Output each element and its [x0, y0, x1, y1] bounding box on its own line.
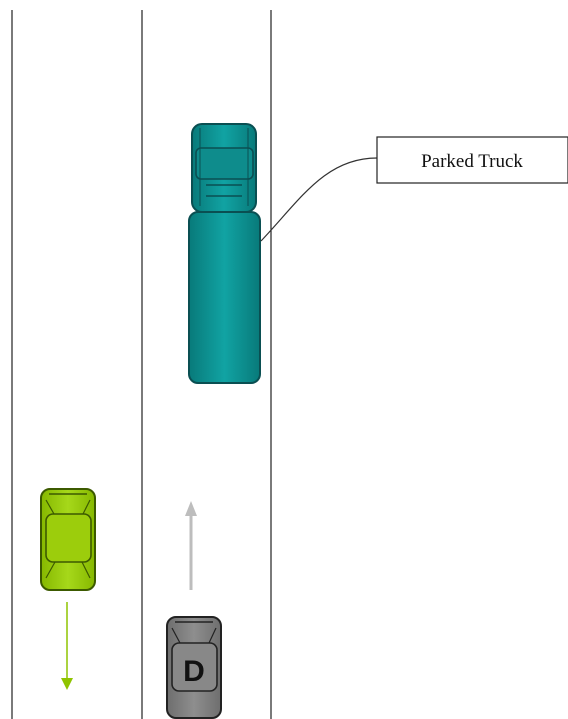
callout: Parked Truck: [260, 136, 568, 242]
driver-car-label: D: [183, 655, 205, 688]
oncoming-car-window: [45, 499, 55, 515]
oncoming-car: [40, 488, 96, 591]
driver-car-window: [171, 627, 181, 644]
driver-car-roof: [171, 642, 218, 692]
oncoming-car-window: [45, 561, 56, 579]
oncoming-car-roof: [45, 513, 92, 563]
parked-truck: [188, 123, 261, 384]
driver-direction-arrow: [185, 501, 197, 590]
callout-leader-line: [260, 157, 378, 242]
callout-label: Parked Truck: [421, 151, 523, 172]
grey-arrow-head: [185, 501, 197, 516]
road: [11, 10, 272, 719]
truck-cab-roof: [195, 147, 254, 180]
driver-car-window: [208, 627, 217, 644]
oncoming-car-window: [81, 561, 91, 579]
callout-box: [376, 136, 568, 184]
oncoming-car-window: [82, 499, 91, 515]
truck-trailer: [188, 211, 261, 384]
driver-car: D: [166, 616, 222, 719]
green-arrow-head: [61, 678, 73, 690]
oncoming-direction-arrow: [61, 602, 73, 690]
